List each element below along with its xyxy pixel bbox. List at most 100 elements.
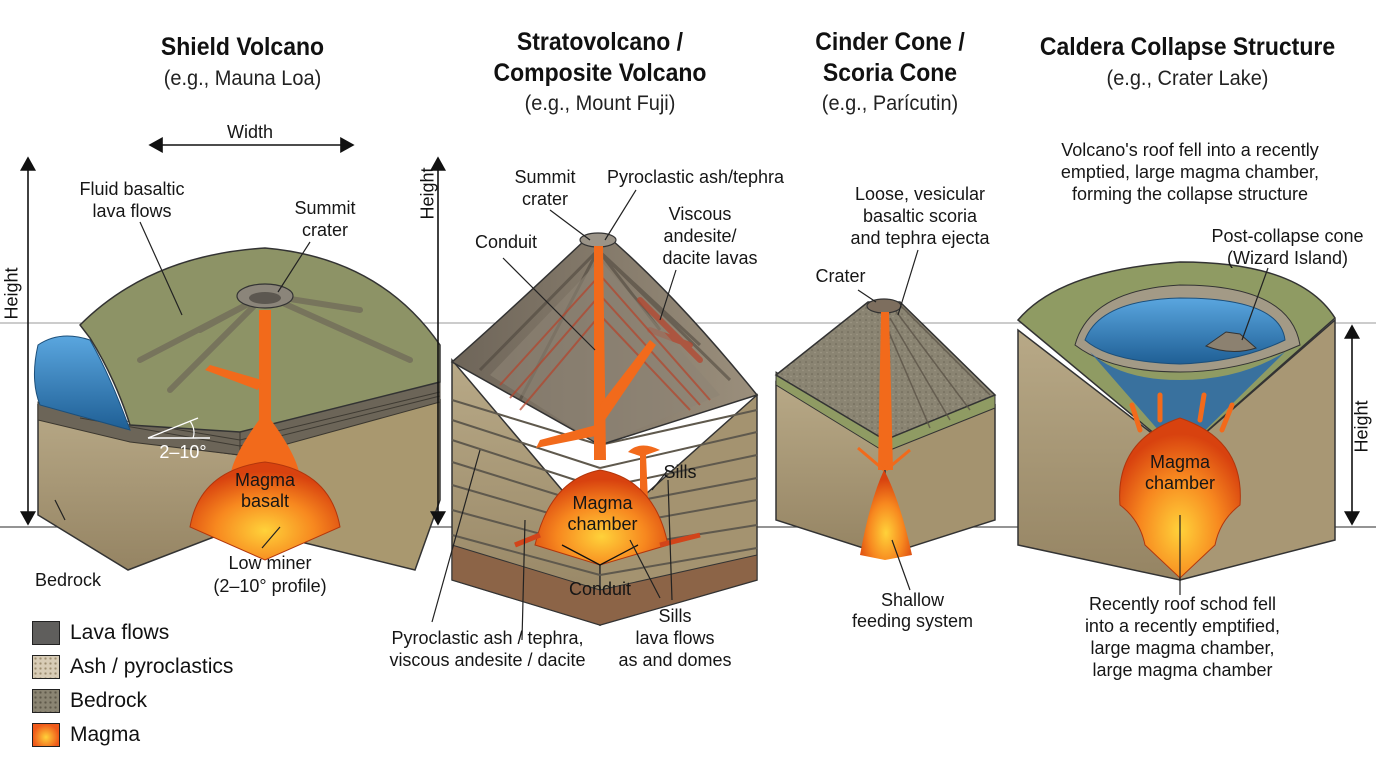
caldera-subtitle: (e.g., Crater Lake) — [1106, 67, 1269, 90]
shield-height-label: Height — [1, 267, 22, 320]
cinder-shallow-label-2: feeding system — [851, 611, 974, 631]
strato-conduit-bracket — [561, 544, 639, 566]
shield-low-label-2: (2–10° profile) — [213, 576, 327, 596]
strato-summit-label-2: crater — [521, 189, 568, 209]
caldera-magma-feeders — [1129, 392, 1235, 433]
strato-height-label: Height — [417, 167, 438, 220]
wizard-island — [1204, 331, 1257, 352]
strato-viscous-label-1: Viscous — [668, 204, 732, 224]
shield-fluid-label-2: lava flows — [92, 201, 172, 221]
stratovolcano-block — [450, 232, 759, 627]
strato-sills2-label-1: Sills — [658, 606, 692, 626]
caldera-lake-cutaway — [1090, 352, 1285, 455]
cinder-cone-right-striation — [887, 304, 991, 429]
legend-item-ash: Ash / pyroclastics — [32, 650, 233, 684]
strato-bottom-sills — [514, 532, 701, 548]
strato-sill-mushroom — [628, 445, 660, 500]
caldera-chamber-label-2: chamber — [1144, 473, 1216, 493]
strato-summit-crater — [579, 232, 617, 248]
cinder-magma-conduit — [878, 312, 893, 470]
caldera-magma-chamber — [1119, 417, 1241, 579]
legend-item-lava-flows: Lava flows — [32, 616, 233, 650]
strato-viscous-label-2: andesite/ — [663, 226, 737, 246]
caldera-recent-label-1: Recently roof schod fell — [1088, 594, 1277, 614]
cinder-crater — [866, 298, 902, 314]
strato-bottom-label-2: viscous andesite / dacite — [389, 650, 586, 670]
caldera-roof-label-1: Volcano's roof fell into a recently — [1061, 140, 1319, 160]
cinder-title-line1: Cinder Cone / — [815, 28, 965, 56]
legend-swatch-lava-flows — [32, 621, 60, 645]
strato-chamber-label-1: Magma — [572, 493, 633, 513]
legend-label: Lava flows — [70, 621, 170, 644]
shield-summit-label-1: Summit — [294, 198, 356, 218]
caldera-roof-label-2: emptied, large magma chamber, — [1060, 162, 1320, 182]
strato-chamber-label-2: chamber — [567, 514, 638, 534]
cinder-cone-block — [774, 298, 997, 560]
strato-summit-label-1: Summit — [514, 167, 576, 187]
strato-sills-label: Sills — [663, 462, 697, 482]
strato-leaders — [431, 189, 677, 641]
strato-basement — [451, 544, 758, 626]
cinder-magma-branches — [857, 446, 911, 472]
shield-magma-conduit — [230, 310, 300, 480]
strato-title-line1: Stratovolcano / — [516, 28, 684, 56]
strato-bands-right — [599, 409, 758, 576]
strato-bottom-label-1: Pyroclastic ash / tephra, — [391, 628, 584, 648]
legend-item-magma: Magma — [32, 718, 233, 752]
cinder-title-line2: Scoria Cone — [822, 59, 958, 87]
strato-subtitle: (e.g., Mount Fuji) — [524, 92, 676, 115]
shield-width-label: Width — [226, 122, 273, 142]
legend-label: Magma — [70, 723, 141, 746]
caldera-recent-label-3: large magma chamber, — [1090, 638, 1275, 658]
strato-pyro-label: Pyroclastic ash/tephra — [606, 167, 785, 187]
cinder-magma-root — [860, 470, 912, 560]
strato-magma-dike — [600, 340, 656, 420]
strato-bands-left — [451, 399, 601, 576]
cinder-loose-label-2: basaltic scoria — [862, 206, 978, 226]
strato-conduit-label: Conduit — [474, 232, 538, 252]
shield-magma-dike — [205, 365, 262, 390]
shield-volcano-block — [34, 247, 441, 571]
shield-bedrock-label: Bedrock — [34, 570, 102, 590]
caldera-title: Caldera Collapse Structure — [1039, 33, 1336, 61]
cinder-subtitle: (e.g., Parícutin) — [821, 92, 959, 115]
shield-low-label-1: Low miner — [228, 553, 312, 573]
strato-viscous-label-3: dacite lavas — [662, 248, 758, 268]
legend-swatch-ash — [32, 655, 60, 679]
shield-fluid-label-1: Fluid basaltic — [79, 179, 185, 199]
caldera-roof-label-3: forming the collapse structure — [1071, 184, 1309, 204]
caldera-leaders — [1179, 267, 1269, 595]
shield-magma-label-2: basalt — [240, 491, 290, 511]
strato-title-line2: Composite Volcano — [493, 59, 707, 87]
shield-leaders — [54, 221, 311, 549]
cinder-shallow-label-1: Shallow — [880, 590, 945, 610]
cinder-loose-label-3: and tephra ejecta — [850, 228, 990, 248]
strato-conduit-bottom-label: Conduit — [568, 579, 632, 599]
strato-sills2-label-2: lava flows — [635, 628, 715, 648]
caldera-recent-label-2: into a recently emptified, — [1084, 616, 1281, 636]
caldera-post-label-2: (Wizard Island) — [1226, 248, 1349, 268]
shield-summit-label-2: crater — [301, 220, 348, 240]
strato-sill-left — [536, 425, 596, 448]
shield-lava-streaks — [137, 292, 413, 393]
caldera-post-label-1: Post-collapse cone — [1211, 226, 1364, 246]
legend-label: Bedrock — [70, 689, 148, 712]
shield-subtitle: (e.g., Mauna Loa) — [163, 67, 322, 90]
legend-swatch-magma — [32, 723, 60, 747]
legend-label: Ash / pyroclastics — [70, 655, 234, 678]
caldera-block — [1016, 261, 1336, 581]
caldera-height-label: Height — [1351, 400, 1372, 453]
caldera-recent-label-4: large magma chamber — [1092, 660, 1273, 680]
caldera-chamber-label-1: Magma — [1149, 452, 1211, 472]
cinder-leaders — [857, 249, 919, 591]
shield-magma-chamber — [189, 461, 341, 561]
shield-magma-label-1: Magma — [234, 470, 296, 490]
strato-magma-chamber — [534, 469, 669, 566]
cinder-loose-label-1: Loose, vesicular — [854, 184, 986, 204]
strato-sills2-label-3: as and domes — [618, 650, 732, 670]
legend-item-bedrock: Bedrock — [32, 684, 233, 718]
legend: Lava flows Ash / pyroclastics Bedrock Ma… — [32, 616, 233, 752]
shield-angle-label: 2–10° — [159, 442, 207, 462]
shield-title: Shield Volcano — [160, 33, 325, 61]
